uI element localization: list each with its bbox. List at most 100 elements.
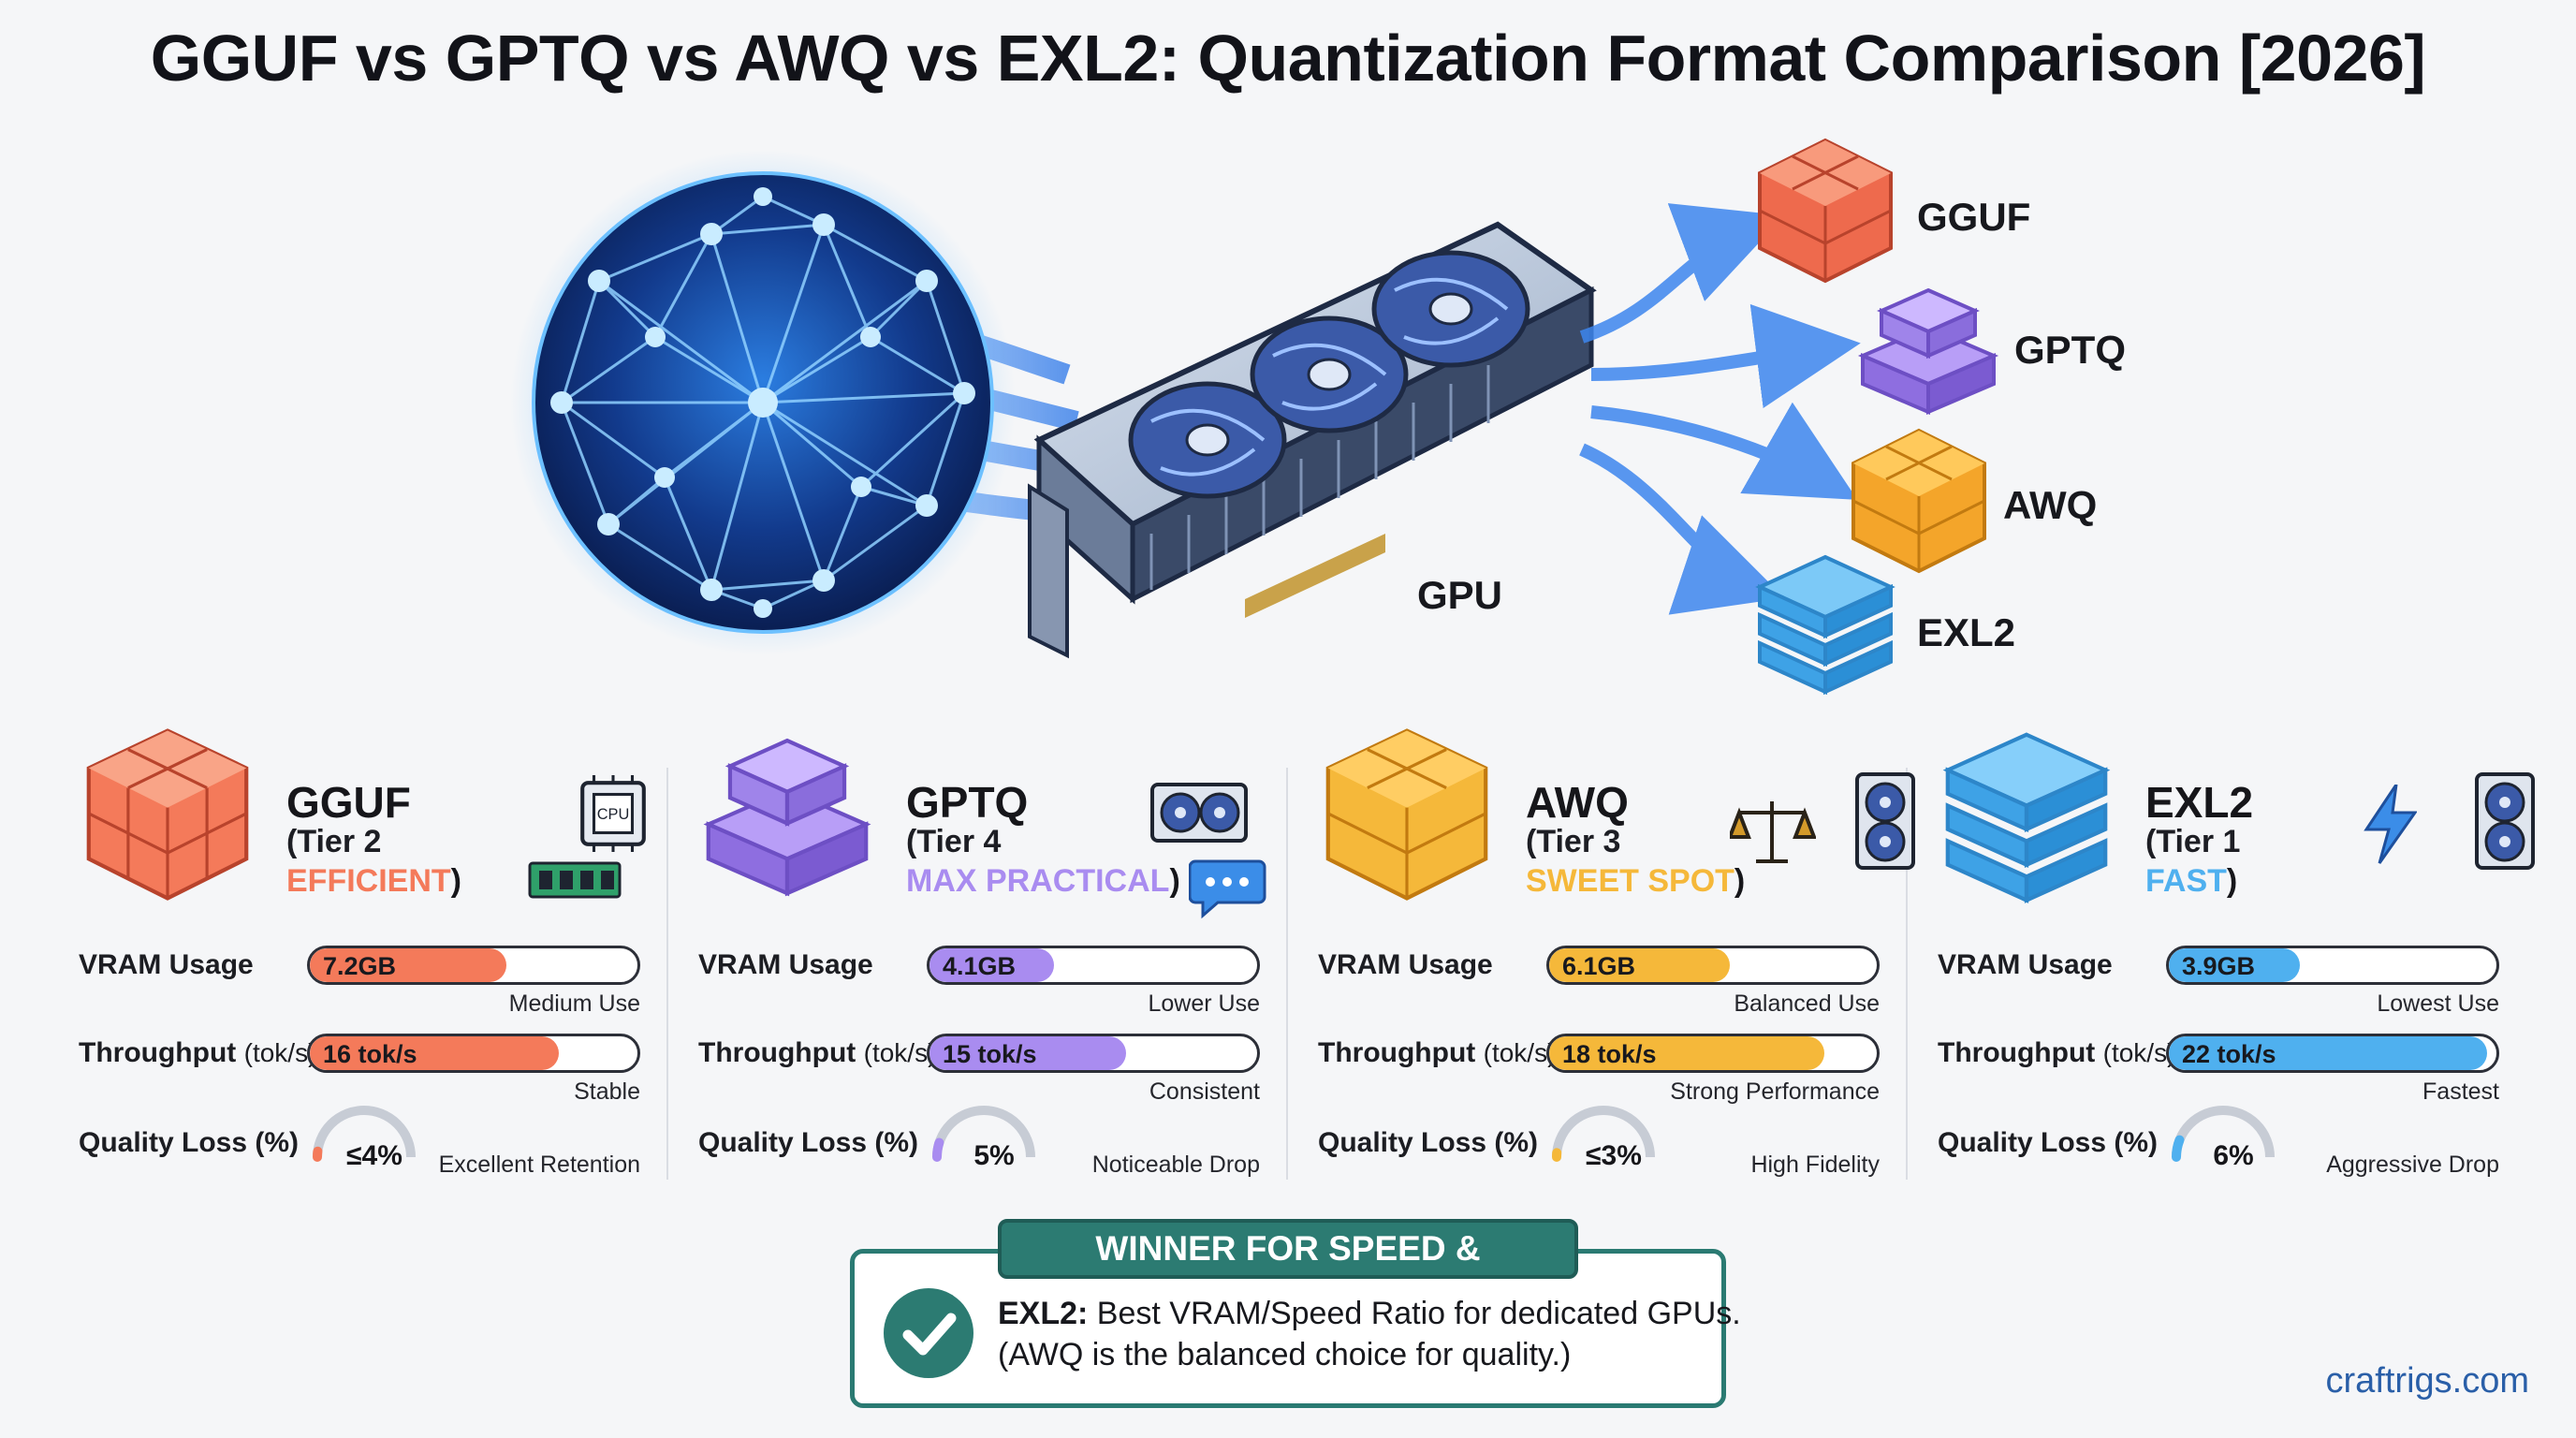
- column-divider: [1906, 768, 1908, 1180]
- vram-bar: 3.9GB: [2166, 946, 2499, 985]
- brand-link[interactable]: craftrigs.com: [2325, 1361, 2529, 1401]
- throughput-bar-fill: [929, 1036, 1126, 1070]
- throughput-unit: (tok/s): [2102, 1038, 2176, 1067]
- gguf-quality-gauge: [313, 1106, 416, 1162]
- throughput-note: Fastest: [2422, 1078, 2499, 1105]
- format-tag: FAST: [2145, 863, 2227, 899]
- vram-note: Lowest Use: [2377, 990, 2499, 1017]
- throughput-bar: 15 tok/s: [927, 1034, 1260, 1073]
- vram-note: Lower Use: [1148, 990, 1261, 1017]
- format-tag-line: FAST): [2145, 863, 2237, 900]
- format-tag: SWEET SPOT: [1526, 863, 1734, 899]
- exl2-format-icon: [1942, 732, 2111, 903]
- balance-scale-icon: [1730, 801, 1816, 863]
- vram-bar: 7.2GB: [307, 946, 640, 985]
- gpu-card-illustration: [1028, 221, 1597, 659]
- throughput-label: Throughput (tok/s): [79, 1037, 316, 1069]
- quality-note: Noticeable Drop: [1091, 1152, 1260, 1178]
- throughput-label-text: Throughput: [1938, 1037, 2096, 1068]
- format-tag-line: MAX PRACTICAL): [906, 863, 1180, 900]
- output-label-exl2: EXL2: [1917, 610, 2016, 654]
- winner-heading: WINNER FOR SPEED & EFFICIENCY: [998, 1219, 1578, 1320]
- format-column-gptq: GPTQ (Tier 4 MAX PRACTICAL) VRAM Usage 4…: [698, 721, 1288, 1198]
- throughput-label: Throughput (tok/s): [698, 1037, 936, 1069]
- exl2-layers-icon: [1755, 554, 1895, 696]
- awq-quality-gauge: [1552, 1106, 1655, 1162]
- throughput-value: 18 tok/s: [1562, 1040, 1657, 1068]
- vram-value: 7.2GB: [323, 952, 397, 980]
- throughput-label-text: Throughput: [698, 1037, 856, 1068]
- vram-value: 4.1GB: [943, 952, 1017, 980]
- format-tier: (Tier 2: [286, 824, 382, 859]
- format-tag-close: ): [2226, 863, 2238, 899]
- throughput-label: Throughput (tok/s): [1318, 1037, 1556, 1069]
- quality-value: ≤4%: [346, 1140, 402, 1171]
- exl2-quality-gauge: [2171, 1106, 2275, 1162]
- quality-note: High Fidelity: [1750, 1152, 1880, 1178]
- page-title: GGUF vs GPTQ vs AWQ vs EXL2: Quantizatio…: [150, 22, 2426, 95]
- output-arrows: [1579, 203, 1861, 615]
- vram-value: 6.1GB: [1562, 952, 1636, 980]
- format-column-exl2: EXL2 (Tier 1 FAST) VRAM Usage 3.9GB Lowe…: [1938, 721, 2535, 1198]
- vram-note: Balanced Use: [1734, 990, 1880, 1017]
- chat-icon: [1189, 859, 1266, 919]
- format-tier: (Tier 4: [906, 824, 1002, 859]
- throughput-unit: (tok/s): [863, 1038, 937, 1067]
- winner-format: EXL2:: [998, 1296, 1089, 1331]
- throughput-label-text: Throughput: [79, 1037, 237, 1068]
- gpu-card-icon: [1855, 772, 1915, 870]
- throughput-bar: 16 tok/s: [307, 1034, 640, 1073]
- vram-bar-fill: [2169, 948, 2300, 982]
- format-tag-line: SWEET SPOT): [1526, 863, 1745, 900]
- throughput-note: Consistent: [1149, 1078, 1260, 1105]
- lightning-icon: [2364, 785, 2417, 864]
- throughput-value: 16 tok/s: [323, 1040, 417, 1068]
- format-column-gguf: GGUF (Tier 2 EFFICIENT) CPU VRAM Usage 7…: [79, 721, 668, 1198]
- format-tag: MAX PRACTICAL: [906, 863, 1170, 899]
- throughput-value: 15 tok/s: [943, 1040, 1037, 1068]
- vram-label: VRAM Usage: [1938, 949, 2113, 980]
- winner-summary: EXL2: Best VRAM/Speed Ratio for dedicate…: [998, 1296, 1741, 1332]
- ram-icon: [528, 861, 622, 899]
- format-tag: EFFICIENT: [286, 863, 451, 899]
- gguf-cube-icon: [1758, 138, 1893, 284]
- format-name: AWQ: [1526, 778, 1629, 827]
- awq-format-icon: [1325, 728, 1488, 901]
- gpu-card-icon: [2475, 772, 2535, 870]
- awq-cube-icon: [1852, 428, 1986, 574]
- quality-value: 5%: [973, 1140, 1015, 1171]
- column-divider: [1286, 768, 1288, 1180]
- gptq-format-icon: [703, 738, 871, 897]
- throughput-label: Throughput (tok/s): [1938, 1037, 2175, 1069]
- quality-note: Aggressive Drop: [2326, 1152, 2499, 1178]
- output-label-gptq: GPTQ: [2014, 328, 2127, 372]
- winner-reason: Best VRAM/Speed Ratio for dedicated GPUs…: [1088, 1296, 1741, 1331]
- vram-label: VRAM Usage: [698, 949, 873, 980]
- throughput-bar: 22 tok/s: [2166, 1034, 2499, 1073]
- throughput-value: 22 tok/s: [2182, 1040, 2276, 1068]
- svg-text:CPU: CPU: [597, 806, 630, 823]
- throughput-bar-fill: [310, 1036, 559, 1070]
- quality-label: Quality Loss (%): [698, 1127, 919, 1158]
- throughput-bar-fill: [2169, 1036, 2487, 1070]
- quality-label: Quality Loss (%): [1938, 1127, 2159, 1158]
- vram-bar: 4.1GB: [927, 946, 1260, 985]
- output-label-gguf: GGUF: [1917, 195, 2031, 239]
- throughput-bar: 18 tok/s: [1546, 1034, 1880, 1073]
- format-tag-close: ): [1734, 863, 1746, 899]
- format-tier: (Tier 1: [2145, 824, 2241, 859]
- gptq-stack-icon: [1857, 287, 1999, 416]
- format-tag-close: ): [450, 863, 461, 899]
- vram-value: 3.9GB: [2182, 952, 2256, 980]
- format-column-awq: AWQ (Tier 3 SWEET SPOT) VRAM Usage 6.1GB…: [1318, 721, 1915, 1198]
- checkmark-icon: [884, 1288, 973, 1378]
- throughput-bar-fill: [1549, 1036, 1824, 1070]
- gpu-label: GPU: [1417, 573, 1503, 617]
- format-tier: (Tier 3: [1526, 824, 1621, 859]
- vram-bar-fill: [929, 948, 1054, 982]
- output-label-awq: AWQ: [2003, 483, 2098, 527]
- quality-note: Excellent Retention: [438, 1152, 640, 1178]
- gptq-quality-gauge: [931, 1106, 1035, 1162]
- cpu-icon: CPU: [580, 775, 646, 852]
- quality-label: Quality Loss (%): [79, 1127, 300, 1158]
